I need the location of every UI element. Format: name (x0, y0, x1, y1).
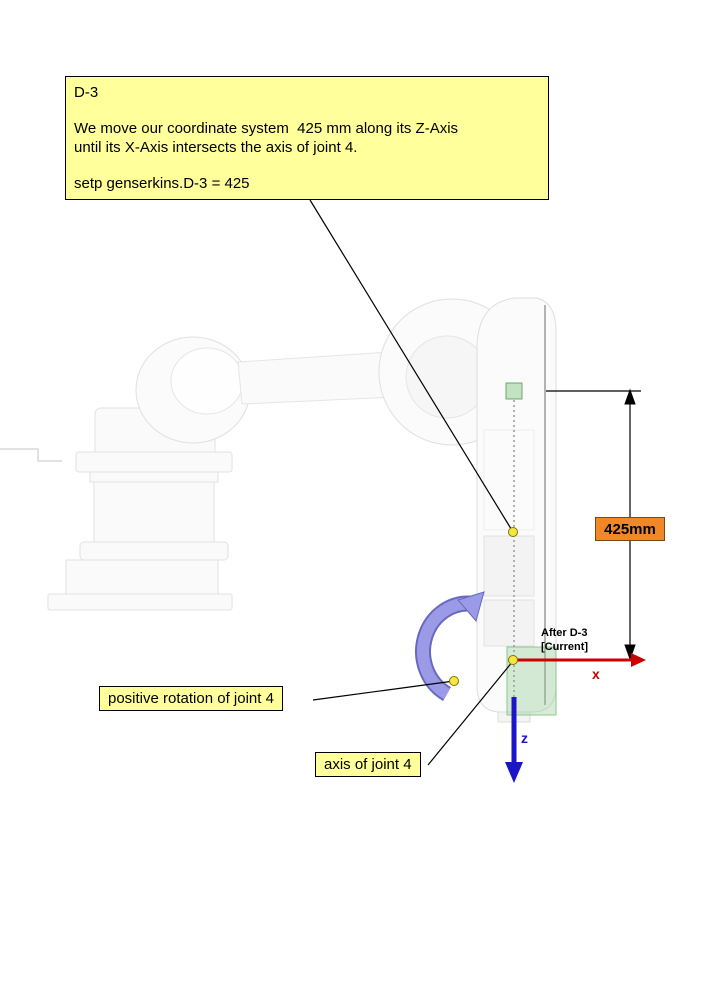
anchor-dot-joint4-axis (508, 655, 518, 665)
dimension-425mm (546, 388, 641, 661)
dimension-arrow-down (624, 644, 636, 661)
anchor-dot-d3 (508, 527, 518, 537)
note-body-line1: We move our coordinate system 425 mm alo… (74, 120, 459, 137)
ground-edge (0, 448, 62, 462)
note-command: setp genserkins.D-3 = 425 (74, 175, 250, 192)
coordinate-frame (505, 653, 646, 783)
callout-axis-of-joint4: axis of joint 4 (315, 752, 421, 777)
note-title: D-3 (74, 84, 99, 101)
rotation-arrow-icon (415, 591, 485, 701)
z-axis-label: z (521, 730, 528, 746)
x-axis-arrowhead (631, 653, 646, 667)
z-axis-arrowhead (505, 762, 523, 783)
note-box-d3: D-3 We move our coordinate system 425 mm… (65, 76, 549, 200)
frame-label-line2: [Current] (541, 641, 589, 653)
frame-start-marker (505, 382, 523, 400)
robot-arm-drawing (0, 297, 557, 723)
robot-base (47, 407, 233, 611)
leader-rotation-callout (312, 680, 455, 701)
leader-note-d3 (309, 199, 514, 533)
dimension-label-425mm: 425mm (595, 517, 665, 541)
anchor-dot-rotation (449, 676, 459, 686)
dimension-arrow-up (624, 388, 636, 405)
x-axis-label: x (592, 666, 600, 682)
frame-label-line1: After D-3 (541, 627, 588, 639)
callout-positive-rotation: positive rotation of joint 4 (99, 686, 283, 711)
note-body-line2: until its X-Axis intersects the axis of … (74, 139, 358, 156)
leader-lines (309, 199, 514, 766)
robot-forearm (476, 297, 557, 723)
robot-shoulder-joint (135, 336, 251, 444)
anchor-dots (449, 527, 518, 686)
leader-axis-callout (427, 660, 514, 766)
